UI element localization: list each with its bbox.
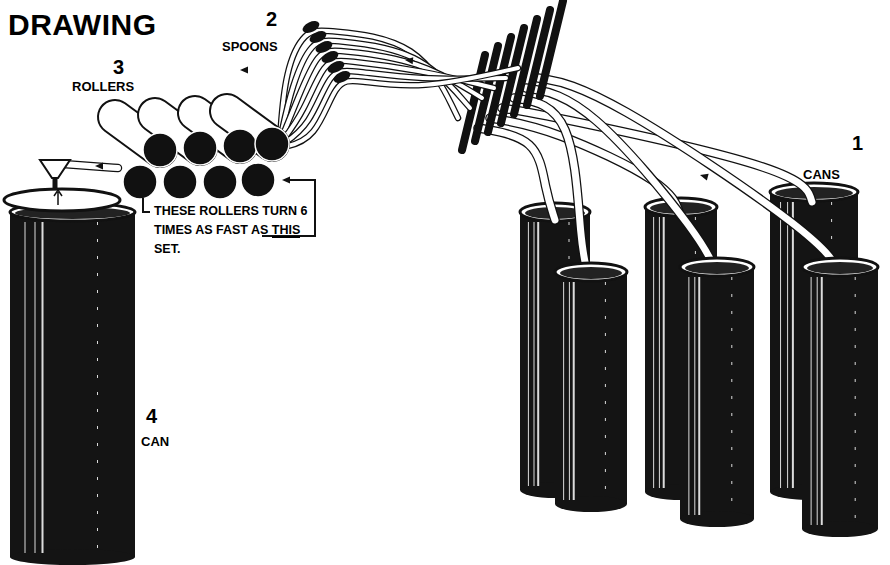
callout-number: 2 [266, 8, 277, 31]
part-name: CANS [803, 168, 840, 183]
roller [223, 129, 257, 163]
callout-number: 1 [852, 132, 863, 155]
title: DRAWING [8, 8, 157, 43]
roller [203, 165, 237, 199]
sliver [514, 98, 590, 280]
sliver [280, 68, 518, 148]
sliver [478, 128, 555, 220]
part-name: ROLLERS [72, 80, 134, 95]
sliver-can [555, 263, 627, 512]
leader-line [143, 198, 150, 212]
part-name: CAN [141, 435, 169, 450]
part-name: SPOONS [222, 40, 278, 55]
sliver [538, 78, 838, 274]
roller [255, 127, 289, 161]
guide-bar [540, 1, 563, 96]
callout-number: 3 [113, 56, 124, 79]
callout-note: THESE ROLLERS TURN 6 TIMES AS FAST AS TH… [154, 202, 314, 258]
roller [163, 165, 197, 199]
roller [123, 165, 157, 199]
sliver-can [680, 258, 754, 527]
roller [183, 131, 217, 165]
roller [241, 163, 275, 197]
delivery-can [10, 203, 135, 565]
callout-number: 4 [146, 405, 157, 428]
spoon [332, 69, 353, 86]
sliver [526, 88, 716, 274]
sliver-can [802, 258, 878, 537]
sliver [62, 164, 118, 168]
underline [272, 236, 300, 238]
roller [143, 133, 177, 167]
